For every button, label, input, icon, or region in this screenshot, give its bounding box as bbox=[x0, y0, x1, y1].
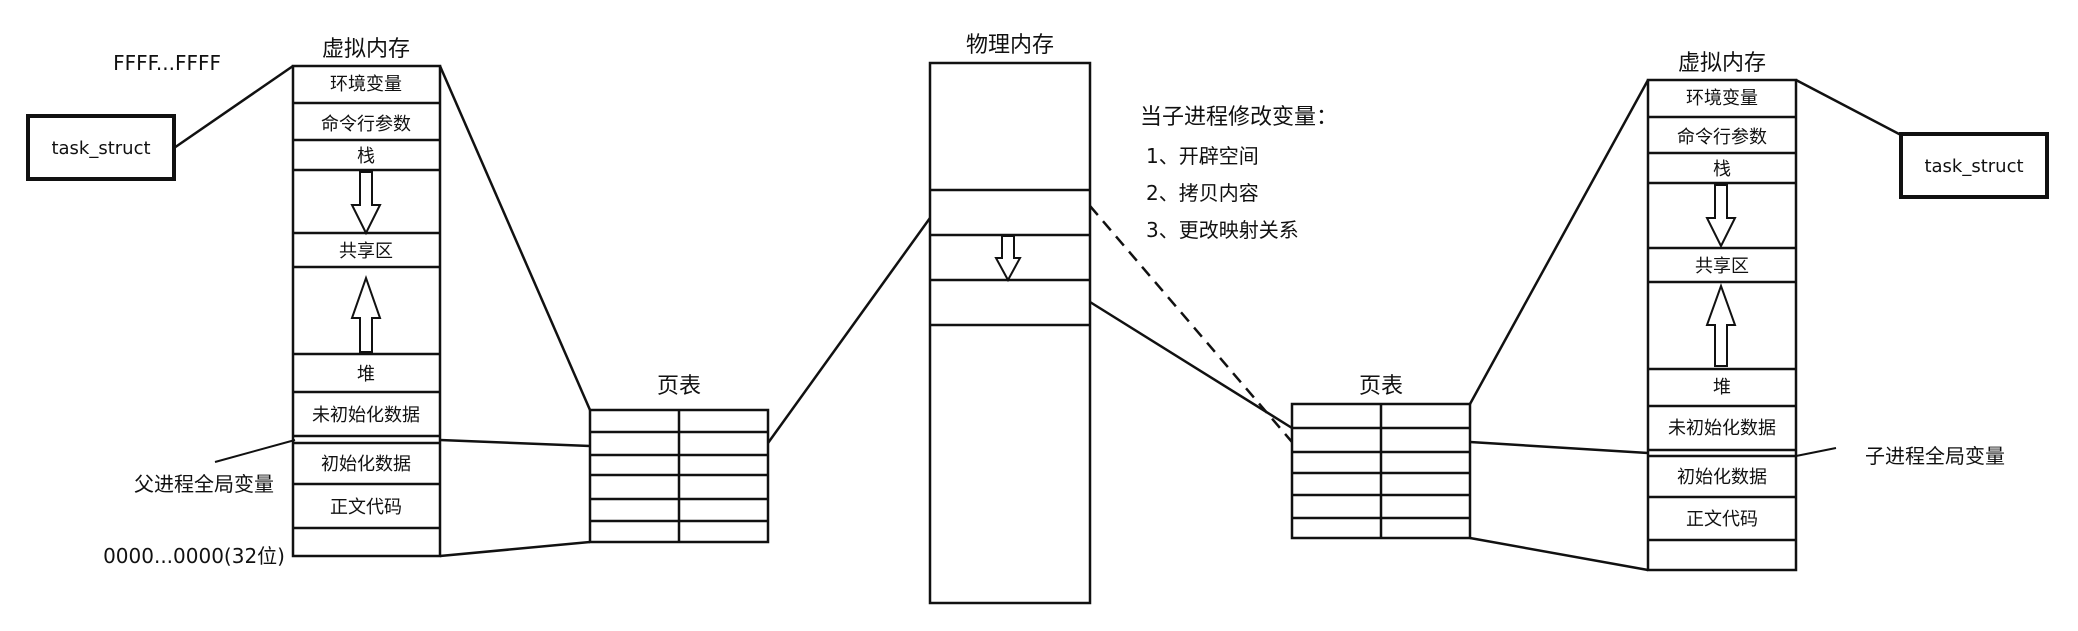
parent-seg-shared: 共享区 bbox=[339, 241, 393, 262]
parent-seg-env: 环境变量 bbox=[330, 74, 402, 95]
child-task-struct-label: task_struct bbox=[1924, 156, 2023, 177]
child-heap-grow-up-arrow bbox=[1705, 283, 1737, 367]
child-stack-grow-down-arrow bbox=[1705, 184, 1737, 249]
parent-addr-low: 0000...0000(32位) bbox=[103, 544, 285, 568]
child-seg-data: 初始化数据 bbox=[1677, 467, 1767, 488]
parent-seg-args: 命令行参数 bbox=[321, 114, 411, 135]
parent-seg-text: 正文代码 bbox=[330, 497, 402, 518]
child-page-table-title: 页表 bbox=[1359, 374, 1403, 399]
child-page-table bbox=[1290, 402, 1472, 540]
copy-down-arrow bbox=[994, 235, 1022, 283]
parent-page-table-title: 页表 bbox=[657, 374, 701, 399]
child-seg-stack: 栈 bbox=[1713, 159, 1731, 180]
child-vm-title: 虚拟内存 bbox=[1678, 51, 1766, 76]
child-seg-shared: 共享区 bbox=[1695, 256, 1749, 277]
parent-page-table bbox=[588, 408, 770, 544]
parent-addr-high: FFFF...FFFF bbox=[113, 51, 221, 75]
physical-memory bbox=[928, 61, 1092, 605]
parent-global-var-pointer bbox=[214, 439, 296, 463]
child-virtual-memory bbox=[1646, 78, 1798, 572]
parent-task-struct-label: task_struct bbox=[51, 138, 150, 159]
child-seg-bss: 未初始化数据 bbox=[1668, 418, 1776, 439]
new-mapping-line bbox=[1089, 300, 1293, 430]
heap-grow-up-arrow bbox=[350, 274, 382, 353]
child-seg-heap: 堆 bbox=[1713, 377, 1731, 398]
note-title: 当子进程修改变量： bbox=[1140, 105, 1338, 130]
child-seg-text: 正文代码 bbox=[1686, 509, 1758, 530]
child-global-var-pointer bbox=[1795, 447, 1837, 457]
child-global-var-label: 子进程全局变量 bbox=[1865, 444, 2005, 468]
parent-seg-heap: 堆 bbox=[357, 364, 375, 385]
child-task-struct-box bbox=[1899, 132, 2049, 199]
child-seg-env: 环境变量 bbox=[1686, 88, 1758, 109]
old-mapping-dashed-line bbox=[1089, 205, 1293, 443]
parent-vm-title: 虚拟内存 bbox=[322, 37, 410, 62]
note-step-2: 2、拷贝内容 bbox=[1146, 181, 1259, 205]
child-seg-args: 命令行参数 bbox=[1677, 127, 1767, 148]
parent-seg-stack: 栈 bbox=[357, 146, 375, 167]
physical-memory-title: 物理内存 bbox=[966, 33, 1054, 58]
parent-virtual-memory bbox=[291, 64, 442, 558]
parent-seg-data: 初始化数据 bbox=[321, 454, 411, 475]
note-step-3: 3、更改映射关系 bbox=[1146, 218, 1299, 242]
parent-global-var-label: 父进程全局变量 bbox=[134, 472, 274, 496]
parent-seg-bss: 未初始化数据 bbox=[312, 405, 420, 426]
note-step-1: 1、开辟空间 bbox=[1146, 144, 1259, 168]
stack-grow-down-arrow bbox=[350, 171, 382, 236]
